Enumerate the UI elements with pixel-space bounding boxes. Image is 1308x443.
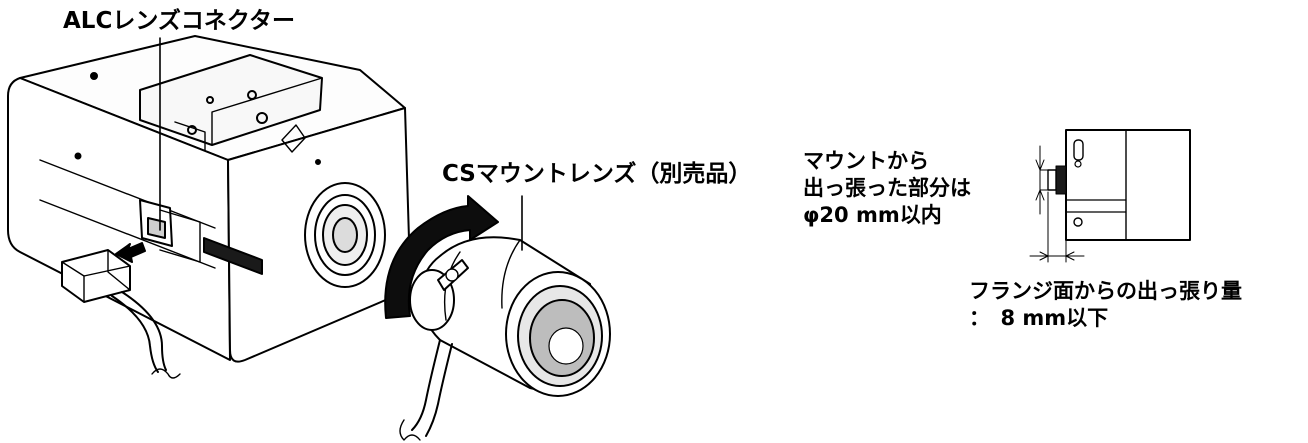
mount-protrusion-line-2: 出っ張った部分は — [803, 175, 971, 200]
cs-mount-lens — [399, 236, 611, 441]
cs-mount-lens-label: CSマウントレンズ（別売品） — [442, 161, 752, 187]
mount-protrusion-line-1: マウントから — [803, 149, 929, 173]
rotation-arrow — [384, 195, 499, 319]
insert-arrow — [115, 242, 146, 263]
side-view — [1029, 129, 1191, 263]
alc-plug — [61, 249, 181, 379]
flange-protrusion-line-2: ： 8 mm以下 — [969, 305, 1109, 330]
mount-protrusion-label: マウントから 出っ張った部分は φ20 mm以内 — [803, 148, 971, 229]
flange-protrusion-line-1: フランジ面からの出っ張り量 — [969, 279, 1242, 303]
flange-protrusion-label: フランジ面からの出っ張り量 ： 8 mm以下 — [969, 278, 1242, 332]
camera-body — [7, 35, 411, 363]
alc-connector-label: ALCレンズコネクター — [63, 8, 295, 34]
mount-protrusion-line-3: φ20 mm以内 — [803, 202, 942, 227]
